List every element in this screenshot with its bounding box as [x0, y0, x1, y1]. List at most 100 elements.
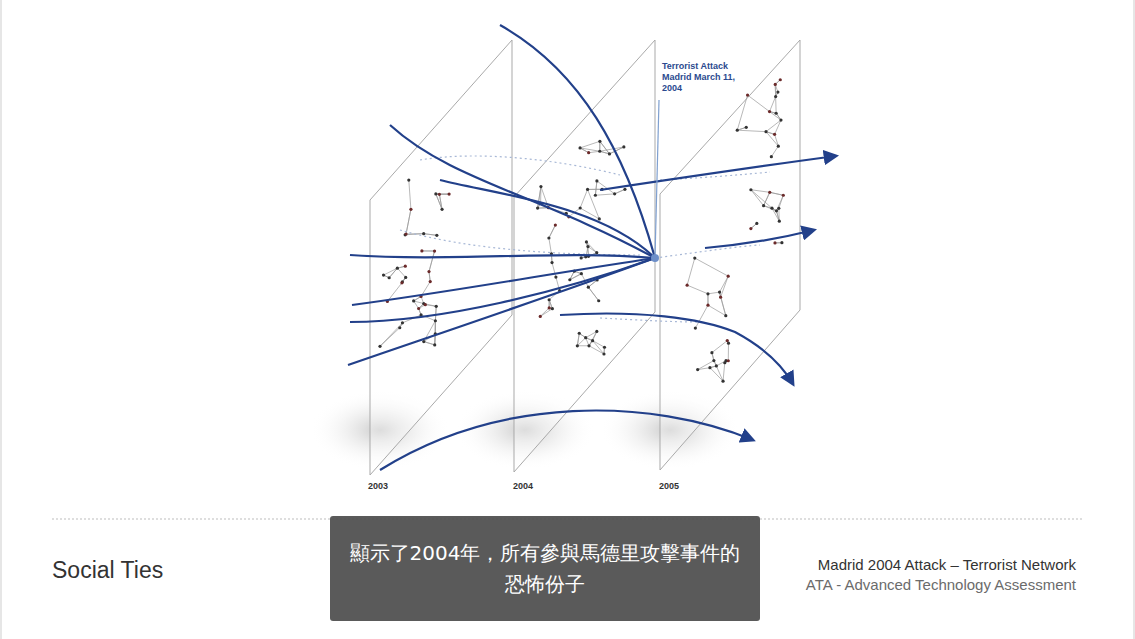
network-node — [554, 275, 557, 278]
network-link — [389, 268, 397, 278]
network-link — [764, 192, 770, 205]
network-link — [593, 341, 605, 348]
network-node — [584, 336, 587, 339]
network-node — [613, 192, 616, 195]
network-link — [698, 361, 714, 370]
network-link — [600, 141, 610, 154]
network-link — [770, 192, 784, 195]
network-node — [396, 267, 399, 270]
network-node — [388, 276, 391, 279]
network-node — [727, 359, 730, 362]
network-node — [768, 110, 771, 113]
network-node — [726, 339, 729, 342]
network-node — [401, 280, 404, 283]
network-node — [548, 298, 551, 301]
network-link — [695, 305, 708, 328]
network-link — [716, 366, 723, 381]
network-node — [694, 327, 697, 330]
network-link — [615, 189, 625, 194]
subtitle-box: 顯示了2004年，所有參與馬德里攻擊事件的恐怖份子 — [330, 516, 760, 621]
network-node — [585, 240, 588, 243]
network-node — [777, 145, 780, 148]
network-link — [707, 294, 708, 305]
network-node — [578, 332, 581, 335]
caption-source: ATA - Advanced Technology Assessment — [806, 576, 1076, 593]
network-node — [764, 130, 767, 133]
network-node — [746, 93, 749, 96]
network-node — [718, 291, 721, 294]
network-node — [710, 351, 713, 354]
network-node — [586, 188, 589, 191]
network-node — [404, 276, 407, 279]
network-node — [770, 207, 773, 210]
network-node — [603, 346, 606, 349]
network-link — [589, 346, 604, 354]
network-link — [549, 225, 555, 238]
network-node — [770, 155, 773, 158]
network-node — [706, 304, 709, 307]
network-node — [435, 305, 438, 308]
network-link — [723, 363, 725, 381]
network-node — [745, 126, 748, 129]
network-node — [779, 78, 782, 81]
network-link — [436, 194, 442, 209]
network-node — [768, 191, 771, 194]
network-node — [595, 251, 598, 254]
network-node — [776, 91, 779, 94]
year-label: 2005 — [659, 481, 679, 491]
network-node — [579, 206, 582, 209]
network-node — [723, 361, 726, 364]
network-node — [578, 146, 581, 149]
network-link — [751, 190, 772, 208]
network-node — [580, 256, 583, 259]
network-node — [594, 194, 597, 197]
leader-line — [655, 100, 659, 258]
network-link — [776, 195, 783, 211]
slide-title: Social Ties — [52, 557, 163, 584]
network-link — [409, 180, 411, 209]
network-link — [775, 84, 776, 96]
network-node — [779, 118, 782, 121]
network-link — [429, 251, 435, 272]
network-node — [777, 207, 780, 210]
network-link — [771, 146, 778, 157]
network-link — [720, 276, 729, 292]
network-link — [770, 97, 776, 112]
network-link — [422, 250, 435, 251]
network-node — [378, 345, 381, 348]
network-node — [598, 150, 601, 153]
network-node — [706, 292, 709, 295]
network-link — [439, 194, 442, 209]
network-link — [775, 134, 779, 146]
network-node — [755, 222, 758, 225]
network-node — [576, 344, 579, 347]
network-node — [708, 366, 711, 369]
network-link — [766, 132, 778, 147]
network-node — [448, 193, 451, 196]
network-node — [427, 270, 430, 273]
network-link — [751, 190, 764, 206]
network-link — [435, 306, 437, 320]
network-link — [429, 251, 435, 272]
callout-label: Terrorist Attack Madrid March 11, 2004 — [662, 61, 738, 94]
network-link — [588, 189, 600, 218]
trajectory-arrow — [560, 314, 793, 384]
network-link — [549, 225, 555, 238]
network-node — [554, 223, 557, 226]
network-link — [424, 342, 435, 345]
network-node — [580, 272, 583, 275]
network-node — [539, 315, 542, 318]
network-link — [580, 189, 587, 208]
network-node — [550, 261, 553, 264]
trajectory — [500, 25, 655, 258]
network-node — [602, 352, 605, 355]
network-node — [440, 208, 443, 211]
trajectory-arrow — [705, 230, 814, 248]
network-link — [748, 95, 770, 112]
network-node — [586, 245, 589, 248]
network-link — [595, 181, 597, 195]
caption-title: Madrid 2004 Attack – Terrorist Network — [818, 556, 1076, 573]
network-node — [622, 145, 625, 148]
network-node — [407, 178, 410, 181]
network-link — [406, 209, 411, 234]
